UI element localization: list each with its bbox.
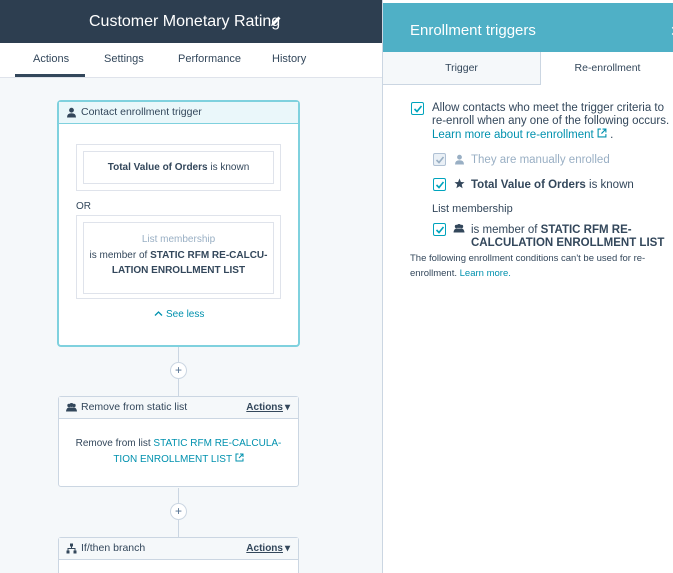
manually-enrolled-checkbox bbox=[433, 153, 446, 166]
add-action-button[interactable]: + bbox=[170, 362, 187, 379]
tab-settings[interactable]: Settings bbox=[104, 53, 144, 65]
enrollment-triggers-panel: Enrollment triggers ✕ Trigger Re-enrollm… bbox=[382, 0, 673, 573]
branch-icon bbox=[66, 543, 77, 554]
total-value-property: Total Value of Orders bbox=[471, 179, 586, 191]
workflow-canvas: Contact enrollment trigger Total Value o… bbox=[0, 79, 382, 573]
ifthen-card-header: If/then branch Actions bbox=[59, 538, 298, 560]
contact-icon bbox=[455, 154, 464, 165]
add-action-button[interactable]: + bbox=[170, 503, 187, 520]
panel-tabs: Trigger Re-enrollment bbox=[383, 52, 673, 85]
people-icon bbox=[453, 224, 465, 233]
learn-more-reenrollment-link[interactable]: Learn more about re-enrollment bbox=[432, 129, 594, 141]
filter-category: List membership bbox=[141, 234, 216, 245]
remove-card-header: Remove from static list Actions bbox=[59, 397, 298, 419]
external-link-icon[interactable] bbox=[597, 128, 607, 138]
note-learn-more-link[interactable]: Learn more. bbox=[459, 268, 511, 279]
ifthen-card-title: If/then branch bbox=[81, 542, 146, 554]
people-icon bbox=[66, 403, 77, 412]
member-list-name-1: STATIC RFM RE- bbox=[540, 224, 632, 236]
pencil-icon[interactable] bbox=[270, 15, 282, 27]
allow-text-line-2: re-enroll when any one of the following … bbox=[432, 115, 670, 127]
list-member-label: is member of STATIC RFM RE- CALCULATION … bbox=[471, 224, 664, 250]
remove-card-title: Remove from static list bbox=[81, 401, 188, 413]
filter-operator: is known bbox=[210, 162, 250, 173]
actions-dropdown[interactable]: Actions bbox=[246, 543, 290, 554]
allow-text-line-1: Allow contacts who meet the trigger crit… bbox=[432, 102, 665, 114]
actions-dropdown[interactable]: Actions bbox=[246, 402, 290, 413]
active-tab-indicator bbox=[15, 74, 85, 77]
workflow-title[interactable]: Customer Monetary Rating bbox=[89, 13, 281, 30]
total-value-label: Total Value of Orders is known bbox=[471, 179, 634, 192]
or-label: OR bbox=[76, 201, 91, 212]
total-value-operator: is known bbox=[589, 179, 634, 191]
list-link-1[interactable]: STATIC RFM RE-CALCULA- bbox=[153, 438, 282, 449]
see-less-label: See less bbox=[166, 309, 205, 320]
filter-list-name-2: LATION ENROLLMENT LIST bbox=[111, 265, 246, 276]
filter-group-1: Total Value of Orders is known bbox=[76, 144, 281, 191]
note-line-2: enrollment. bbox=[410, 268, 457, 279]
enrollment-trigger-card[interactable]: Contact enrollment trigger Total Value o… bbox=[58, 101, 299, 346]
close-icon[interactable]: ✕ bbox=[670, 23, 673, 40]
trigger-card-header: Contact enrollment trigger bbox=[59, 102, 298, 124]
filter-list-name-1: STATIC RFM RE-CALCU- bbox=[150, 249, 268, 261]
tab-performance[interactable]: Performance bbox=[178, 53, 241, 65]
star-icon bbox=[454, 178, 465, 189]
filter-list-membership[interactable]: List membership is member of STATIC RFM … bbox=[83, 222, 274, 294]
enrollment-note: The following enrollment conditions can'… bbox=[410, 251, 645, 281]
total-value-checkbox[interactable] bbox=[433, 178, 446, 191]
filter-property: Total Value of Orders bbox=[107, 162, 208, 173]
list-member-checkbox[interactable] bbox=[433, 223, 446, 236]
tab-trigger[interactable]: Trigger bbox=[383, 52, 541, 85]
allow-reenroll-checkbox[interactable] bbox=[411, 102, 424, 115]
see-less-link[interactable]: See less bbox=[154, 309, 204, 320]
tab-history[interactable]: History bbox=[272, 53, 307, 65]
member-list-name-2: CALCULATION ENROLLMENT LIST bbox=[471, 237, 665, 249]
tab-actions[interactable]: Actions bbox=[33, 53, 70, 65]
if-then-branch-card[interactable]: If/then branch Actions bbox=[58, 537, 299, 573]
filter-prefix: is member of bbox=[89, 249, 148, 261]
manually-enrolled-label: They are manually enrolled bbox=[471, 154, 610, 166]
chevron-up-icon bbox=[154, 311, 163, 316]
panel-title: Enrollment triggers bbox=[410, 22, 536, 39]
list-membership-heading: List membership bbox=[432, 203, 513, 215]
member-prefix: is member of bbox=[471, 224, 538, 236]
workflow-tabs: Actions Settings Performance History bbox=[0, 43, 382, 78]
filter-total-value[interactable]: Total Value of Orders is known bbox=[83, 151, 274, 184]
tab-re-enrollment[interactable]: Re-enrollment bbox=[541, 52, 673, 85]
allow-reenroll-text: Allow contacts who meet the trigger crit… bbox=[432, 102, 670, 141]
panel-header: Enrollment triggers ✕ bbox=[383, 3, 673, 52]
remove-from-list-card[interactable]: Remove from static list Actions Remove f… bbox=[58, 396, 299, 487]
contact-icon bbox=[67, 107, 76, 118]
note-line-1: The following enrollment conditions can'… bbox=[410, 253, 646, 264]
list-link-2[interactable]: TION ENROLLMENT LIST bbox=[113, 454, 232, 465]
external-link-icon[interactable] bbox=[235, 453, 244, 462]
trigger-card-title: Contact enrollment trigger bbox=[81, 106, 202, 118]
remove-prefix: Remove from list bbox=[75, 438, 151, 449]
remove-card-body: Remove from list STATIC RFM RE-CALCULA- … bbox=[74, 436, 283, 468]
filter-group-2: List membership is member of STATIC RFM … bbox=[76, 215, 281, 299]
